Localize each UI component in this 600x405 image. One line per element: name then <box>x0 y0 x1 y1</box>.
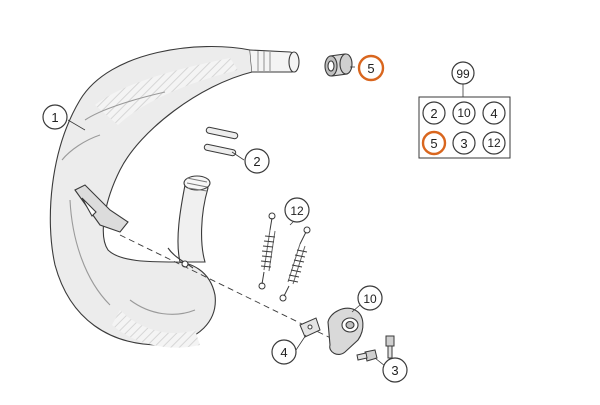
callout-10-main: 10 <box>357 285 383 311</box>
callout-2-label: 2 <box>253 154 260 169</box>
callout-3-main-label: 3 <box>391 363 398 378</box>
callout-12-main: 12 <box>284 197 310 223</box>
callout-10-main-label: 10 <box>363 292 377 306</box>
clip-drawing <box>299 317 321 338</box>
callout-4-main: 4 <box>271 339 297 365</box>
kit-item-label: 12 <box>487 136 501 150</box>
kit-item-label: 4 <box>490 106 497 121</box>
callout-5-main: 5 <box>357 54 385 82</box>
springs-drawing <box>258 212 311 302</box>
callout-1-label: 1 <box>51 110 58 125</box>
callout-12-main-label: 12 <box>290 204 304 218</box>
callout-3-main: 3 <box>382 357 408 383</box>
rubber-sleeve-drawing <box>324 53 353 77</box>
kit-number-label: 99 <box>456 67 470 81</box>
exhaust-pipe-drawing <box>49 46 300 348</box>
callout-2: 2 <box>244 148 270 174</box>
kit-item-label: 10 <box>457 106 471 120</box>
callout-1: 1 <box>42 104 68 130</box>
kit-legend: 99 2 10 4 5 3 12 <box>418 61 511 159</box>
bracket-drawing <box>327 307 364 355</box>
seal-strips-drawing <box>203 126 239 157</box>
kit-item-label: 3 <box>460 136 467 151</box>
screws-drawing <box>356 335 395 362</box>
leader-lines <box>67 66 464 367</box>
exhaust-pipe-body <box>49 46 253 346</box>
kit-item-label: 5 <box>430 136 437 151</box>
assembly-axis-line <box>119 234 346 346</box>
exhaust-pipe-shade <box>95 58 238 125</box>
kit-item-label: 2 <box>430 106 437 121</box>
exhaust-pipe-shade-lower <box>112 310 200 348</box>
callout-4-main-label: 4 <box>280 345 287 360</box>
callout-5-main-label: 5 <box>367 61 374 76</box>
